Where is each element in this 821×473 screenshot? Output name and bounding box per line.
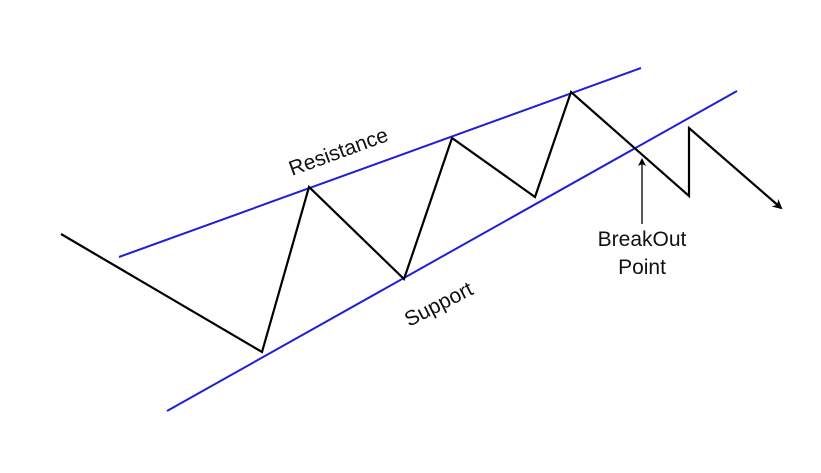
price-path	[60, 90, 783, 354]
resistance-label: Resistance	[286, 124, 391, 181]
breakout-label-line1: BreakOut	[598, 228, 687, 251]
support-line	[166, 90, 738, 412]
support-label: Support	[401, 277, 477, 331]
resistance-line	[118, 67, 642, 258]
breakout-label-line2: Point	[618, 256, 666, 279]
